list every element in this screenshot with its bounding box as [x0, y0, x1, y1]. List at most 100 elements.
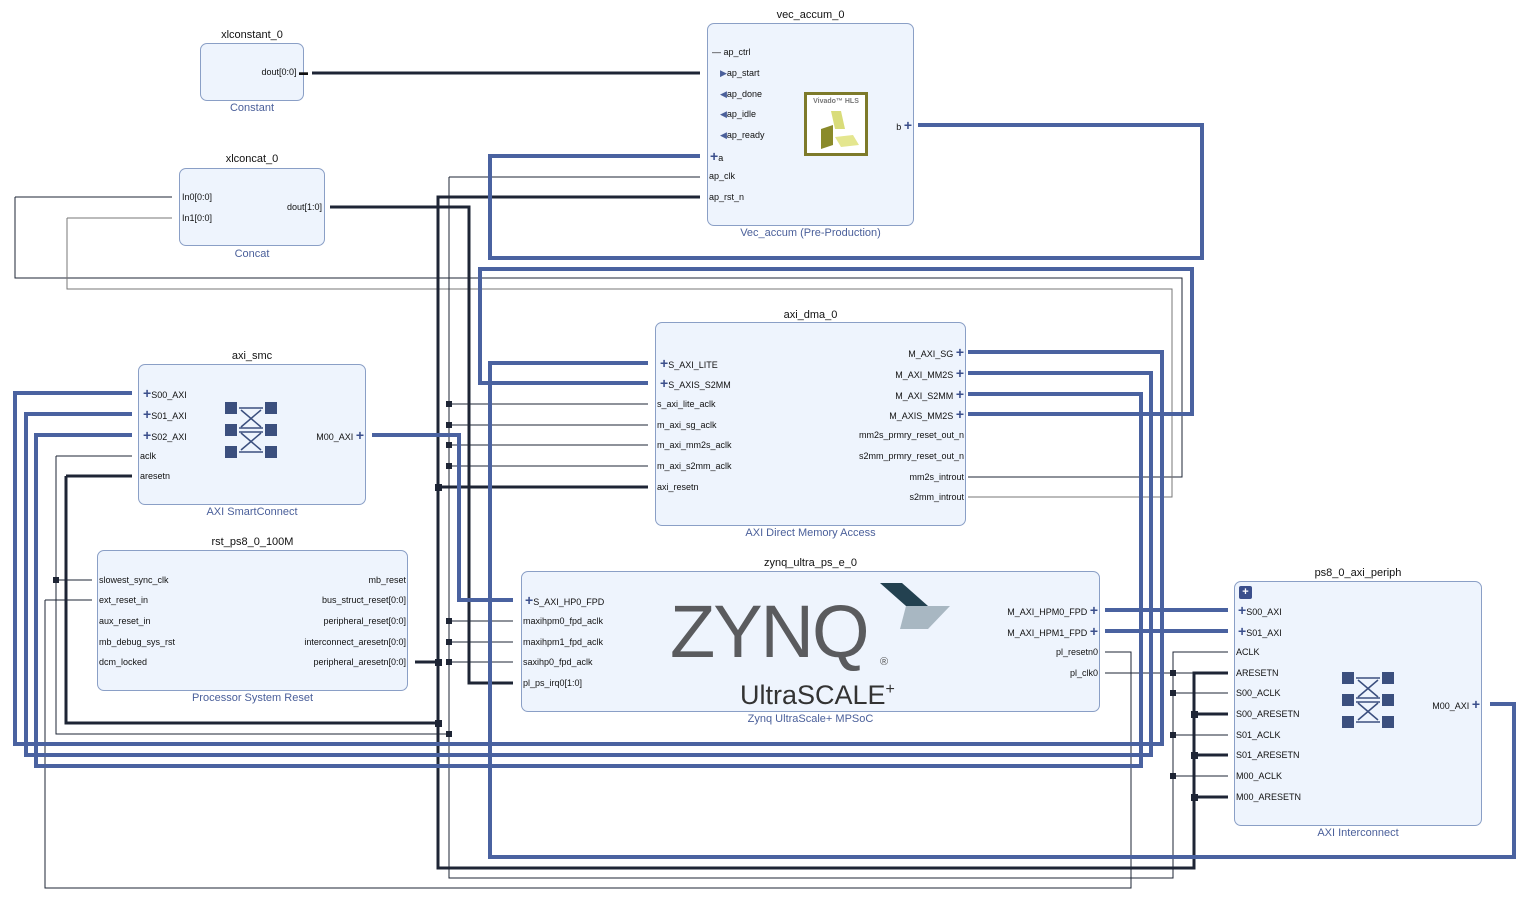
expand-plus-icon[interactable]: +: [660, 355, 669, 371]
ip-name: Vec_accum (Pre-Production): [740, 227, 881, 239]
instance-name: axi_smc: [231, 350, 273, 362]
pin-ap-ready[interactable]: ◀ap_ready: [720, 130, 765, 140]
expand-plus-icon[interactable]: +: [1471, 696, 1480, 712]
pin-s01-aclk[interactable]: S01_ACLK: [1236, 730, 1281, 740]
pin-dcm-locked[interactable]: dcm_locked: [99, 657, 148, 667]
pin-m-axis-mm2s[interactable]: M_AXIS_MM2S +: [889, 406, 964, 422]
pin-s-axi-lite[interactable]: +S_AXI_LITE: [660, 355, 718, 371]
pin-m00-aclk[interactable]: M00_ACLK: [1236, 771, 1283, 781]
pin-s-axi-lite-aclk[interactable]: s_axi_lite_aclk: [657, 399, 716, 409]
bus-vec-a: [488, 123, 1204, 260]
block-body[interactable]: [179, 168, 325, 246]
pin-ext-reset-in[interactable]: ext_reset_in: [99, 595, 149, 605]
pin-peripheral-aresetn[interactable]: peripheral_aresetn[0:0]: [313, 657, 406, 667]
pin-ap-done[interactable]: ◀ap_done: [720, 89, 762, 99]
expand-plus-icon[interactable]: +: [143, 385, 152, 401]
pin-peripheral-reset[interactable]: peripheral_reset[0:0]: [323, 616, 406, 626]
expand-plus-icon[interactable]: +: [955, 344, 964, 360]
hls-logo-icon: [821, 111, 859, 149]
instance-name: rst_ps8_0_100M: [211, 536, 294, 548]
pin-s-axis-s2mm[interactable]: +S_AXIS_S2MM: [660, 375, 731, 391]
pin-s2mm-prmry-reset-out-n[interactable]: s2mm_prmry_reset_out_n: [858, 451, 964, 461]
pin-mb-reset[interactable]: mb_reset: [368, 575, 406, 585]
wire-ap-rst: [436, 195, 1228, 870]
pin-aresetn[interactable]: aresetn: [140, 471, 171, 481]
pin-m-axi-mm2s-aclk[interactable]: m_axi_mm2s_aclk: [657, 440, 732, 450]
pin-aresetn[interactable]: ARESETN: [1236, 668, 1279, 678]
pin-s00-axi[interactable]: +S00_AXI: [143, 385, 187, 401]
expand-plus-icon[interactable]: +: [903, 117, 912, 133]
pin-s01-axi[interactable]: +S01_AXI: [1238, 623, 1282, 639]
pin-s00-aresetn[interactable]: S00_ARESETN: [1236, 709, 1300, 719]
pin-aclk[interactable]: ACLK: [1236, 647, 1260, 657]
block-body[interactable]: [97, 550, 408, 691]
pin-b[interactable]: b +: [896, 117, 912, 133]
pin-s2mm-introut[interactable]: s2mm_introut: [909, 492, 964, 502]
pin-pl-resetn0[interactable]: pl_resetn0: [1055, 647, 1098, 657]
instance-name: xlconstant_0: [221, 29, 283, 41]
junction-dot: [1170, 732, 1176, 738]
pin-m00-axi[interactable]: M00_AXI +: [1432, 696, 1480, 712]
pin-mm2s-prmry-reset-out-n[interactable]: mm2s_prmry_reset_out_n: [858, 430, 964, 440]
pin-bus-struct-reset[interactable]: bus_struct_reset[0:0]: [321, 595, 406, 605]
expand-plus-icon[interactable]: +: [955, 406, 964, 422]
expand-plus-icon[interactable]: +: [955, 386, 964, 402]
pin-ap-idle[interactable]: ◀ap_idle: [720, 109, 756, 119]
pin-saxihp0-fpd-aclk[interactable]: saxihp0_fpd_aclk: [523, 657, 593, 667]
expand-plus-icon[interactable]: +: [525, 592, 534, 608]
expand-plus-icon[interactable]: +: [1089, 623, 1098, 639]
expand-plus-icon[interactable]: +: [710, 148, 719, 164]
ip-name: Constant: [229, 102, 275, 114]
pin-m-axi-mm2s[interactable]: M_AXI_MM2S +: [895, 365, 964, 381]
block-body[interactable]: [200, 43, 304, 101]
pin-axi-resetn[interactable]: axi_resetn: [657, 482, 699, 492]
expand-plus-icon[interactable]: +: [355, 427, 364, 443]
instance-name: vec_accum_0: [776, 9, 845, 21]
pin-in1[interactable]: In1[0:0]: [182, 213, 213, 223]
pin-ap-start[interactable]: ▶ap_start: [720, 68, 760, 78]
pin-m-axi-sg[interactable]: M_AXI_SG +: [908, 344, 964, 360]
pin-mm2s-introut[interactable]: mm2s_introut: [909, 472, 964, 482]
pin-m-axi-hpm0-fpd[interactable]: M_AXI_HPM0_FPD +: [1007, 602, 1098, 618]
pin-s01-aresetn[interactable]: S01_ARESETN: [1236, 750, 1300, 760]
pin-m00-axi[interactable]: M00_AXI +: [316, 427, 364, 443]
pin-s02-axi[interactable]: +S02_AXI: [143, 427, 187, 443]
pin-s01-axi[interactable]: +S01_AXI: [143, 406, 187, 422]
ip-name: AXI SmartConnect: [206, 506, 298, 518]
pin-pl-ps-irq0[interactable]: pl_ps_irq0[1:0]: [523, 678, 583, 688]
pin-ap-clk[interactable]: ap_clk: [709, 171, 736, 181]
pin-aclk[interactable]: aclk: [140, 451, 157, 461]
pin-interconnect-aresetn[interactable]: interconnect_aresetn[0:0]: [304, 637, 406, 647]
expand-plus-icon[interactable]: +: [143, 406, 152, 422]
pin-dout[interactable]: dout[0:0] ▬: [261, 67, 308, 77]
pin-mb-debug-sys-rst[interactable]: mb_debug_sys_rst: [99, 637, 176, 647]
pin-s00-aclk[interactable]: S00_ACLK: [1236, 688, 1281, 698]
block-body[interactable]: [655, 322, 966, 526]
block-body[interactable]: [138, 364, 366, 505]
pin-a[interactable]: +a: [710, 148, 724, 164]
pin-dout[interactable]: dout[1:0]: [286, 202, 322, 212]
expand-plus-icon[interactable]: +: [143, 427, 152, 443]
expand-plus-icon[interactable]: +: [1238, 602, 1247, 618]
pin-m-axi-hpm1-fpd[interactable]: M_AXI_HPM1_FPD +: [1007, 623, 1098, 639]
pin-m00-aresetn[interactable]: M00_ARESETN: [1236, 792, 1302, 802]
expand-plus-icon[interactable]: +: [1238, 623, 1247, 639]
pin-pl-clk0[interactable]: pl_clk0: [1069, 668, 1098, 678]
expand-plus-icon[interactable]: +: [660, 375, 669, 391]
expand-plus-icon[interactable]: +: [955, 365, 964, 381]
pin-m-axi-s2mm-aclk[interactable]: m_axi_s2mm_aclk: [657, 461, 732, 471]
pin-s00-axi[interactable]: +S00_AXI: [1238, 602, 1282, 618]
pin-maxihpm0-fpd-aclk[interactable]: maxihpm0_fpd_aclk: [523, 616, 604, 626]
block-body[interactable]: [521, 571, 1100, 712]
pin-m-axi-s2mm[interactable]: M_AXI_S2MM +: [895, 386, 964, 402]
pin-ap-rst-n[interactable]: ap_rst_n: [709, 192, 745, 202]
expand-hierarchy-button[interactable]: +: [1239, 586, 1252, 599]
pin-ap-ctrl[interactable]: — ap_ctrl: [712, 47, 751, 57]
pin-m-axi-sg-aclk[interactable]: m_axi_sg_aclk: [657, 420, 717, 430]
expand-plus-icon[interactable]: +: [1089, 602, 1098, 618]
pin-slowest-sync-clk[interactable]: slowest_sync_clk: [99, 575, 169, 585]
pin-s-axi-hp0-fpd[interactable]: +S_AXI_HP0_FPD: [525, 592, 605, 608]
pin-maxihpm1-fpd-aclk[interactable]: maxihpm1_fpd_aclk: [523, 637, 604, 647]
pin-aux-reset-in[interactable]: aux_reset_in: [99, 616, 151, 626]
pin-in0[interactable]: In0[0:0]: [182, 192, 213, 202]
